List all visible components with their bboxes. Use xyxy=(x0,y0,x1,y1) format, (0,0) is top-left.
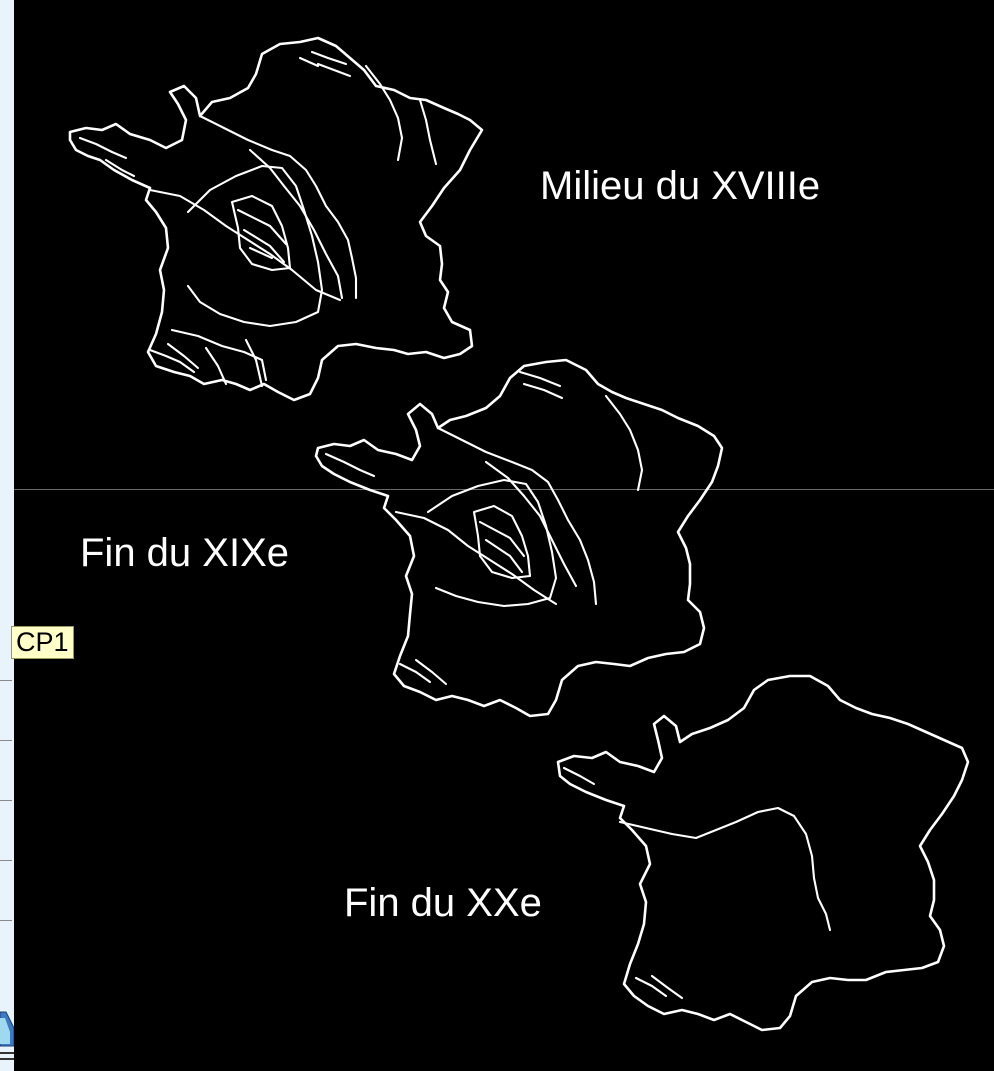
left-panel-strip xyxy=(0,0,14,1071)
river-north-2 xyxy=(418,98,438,166)
river-loire xyxy=(394,510,558,606)
strip-rule xyxy=(0,680,12,681)
river-seine xyxy=(198,114,358,300)
river-lines xyxy=(478,520,526,574)
river-north-2 xyxy=(518,370,564,400)
wave-shape-icon xyxy=(0,1011,14,1060)
map-fin-xixe xyxy=(314,358,724,718)
strip-rule xyxy=(0,740,12,741)
france-outline xyxy=(556,674,970,1032)
france-outline xyxy=(68,36,484,402)
river-arc-outer xyxy=(186,164,324,328)
river-north-3 xyxy=(298,50,352,78)
map-fin-xxe xyxy=(556,674,970,1032)
france-outline xyxy=(314,358,724,718)
river-pyrenees xyxy=(148,342,200,374)
river-arc-outer xyxy=(426,478,558,608)
strip-rule xyxy=(0,860,12,861)
river-canal-1 xyxy=(484,460,578,588)
river-north-1 xyxy=(604,394,644,492)
river-seine xyxy=(436,426,598,606)
river-loire xyxy=(148,188,342,302)
river-loire xyxy=(618,806,832,932)
river-south xyxy=(204,338,264,388)
map-milieu-xviiie xyxy=(68,36,484,402)
river-lines xyxy=(236,208,288,264)
slide-seam-line xyxy=(14,489,994,490)
river-brittany xyxy=(324,452,376,478)
strip-rule xyxy=(0,920,12,921)
comment-tag[interactable]: CP1 xyxy=(11,626,74,660)
strip-rule xyxy=(0,800,12,801)
map-label-fin-xxe: Fin du XXe xyxy=(344,881,542,925)
river-pyrenees xyxy=(634,974,684,1000)
map-label-milieu-xviiie: Milieu du XVIIIe xyxy=(540,164,821,208)
river-north-1 xyxy=(364,64,404,162)
map-label-fin-xixe: Fin du XIXe xyxy=(80,531,290,575)
river-brittany xyxy=(562,766,596,786)
river-pyrenees xyxy=(398,658,448,686)
river-arc-inner xyxy=(472,504,532,580)
river-brittany xyxy=(78,136,136,178)
river-garonne xyxy=(170,328,268,382)
